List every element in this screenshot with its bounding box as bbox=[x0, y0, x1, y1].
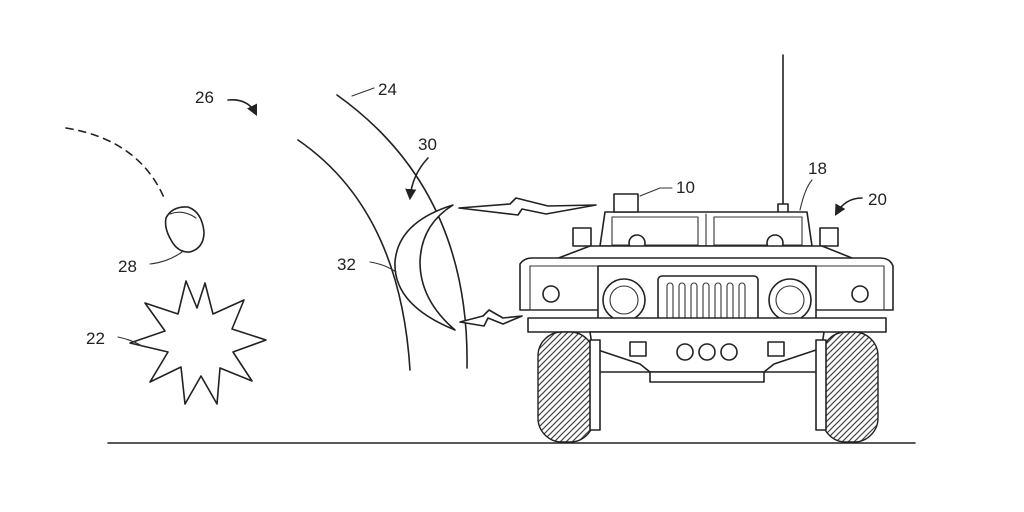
arrow-30 bbox=[405, 157, 429, 201]
leader-10 bbox=[639, 187, 673, 197]
beam-upper bbox=[458, 197, 597, 216]
leader-18 bbox=[799, 179, 813, 211]
leader-22 bbox=[117, 336, 143, 347]
sensor-unit bbox=[613, 193, 639, 213]
label-18: 18 bbox=[808, 159, 827, 178]
label-30: 30 bbox=[418, 135, 437, 154]
vehicle bbox=[519, 193, 894, 443]
leader-28 bbox=[149, 251, 183, 265]
headlight-left bbox=[602, 278, 646, 322]
label-32: 32 bbox=[337, 255, 356, 274]
label-20: 20 bbox=[868, 190, 887, 209]
label-10: 10 bbox=[676, 178, 695, 197]
tire-left bbox=[537, 331, 595, 443]
explosion-burst bbox=[129, 280, 267, 405]
projectile-nose bbox=[169, 211, 197, 219]
label-24: 24 bbox=[378, 80, 397, 99]
leader-24 bbox=[351, 87, 375, 97]
arrow-26 bbox=[227, 98, 258, 117]
beam-lower bbox=[459, 309, 523, 327]
label-26: 26 bbox=[195, 88, 214, 107]
label-28: 28 bbox=[118, 257, 137, 276]
headlight-right bbox=[768, 278, 812, 322]
projectile-body bbox=[164, 206, 205, 253]
tire-right bbox=[821, 331, 879, 443]
arrow-20 bbox=[834, 197, 863, 216]
leader-32 bbox=[369, 261, 397, 273]
deflector-crescent bbox=[394, 204, 456, 331]
label-22: 22 bbox=[86, 329, 105, 348]
shield-arc-inner bbox=[297, 139, 411, 371]
projectile-group bbox=[65, 127, 205, 253]
projectile-trajectory bbox=[65, 127, 166, 201]
front-bumper bbox=[527, 317, 887, 333]
